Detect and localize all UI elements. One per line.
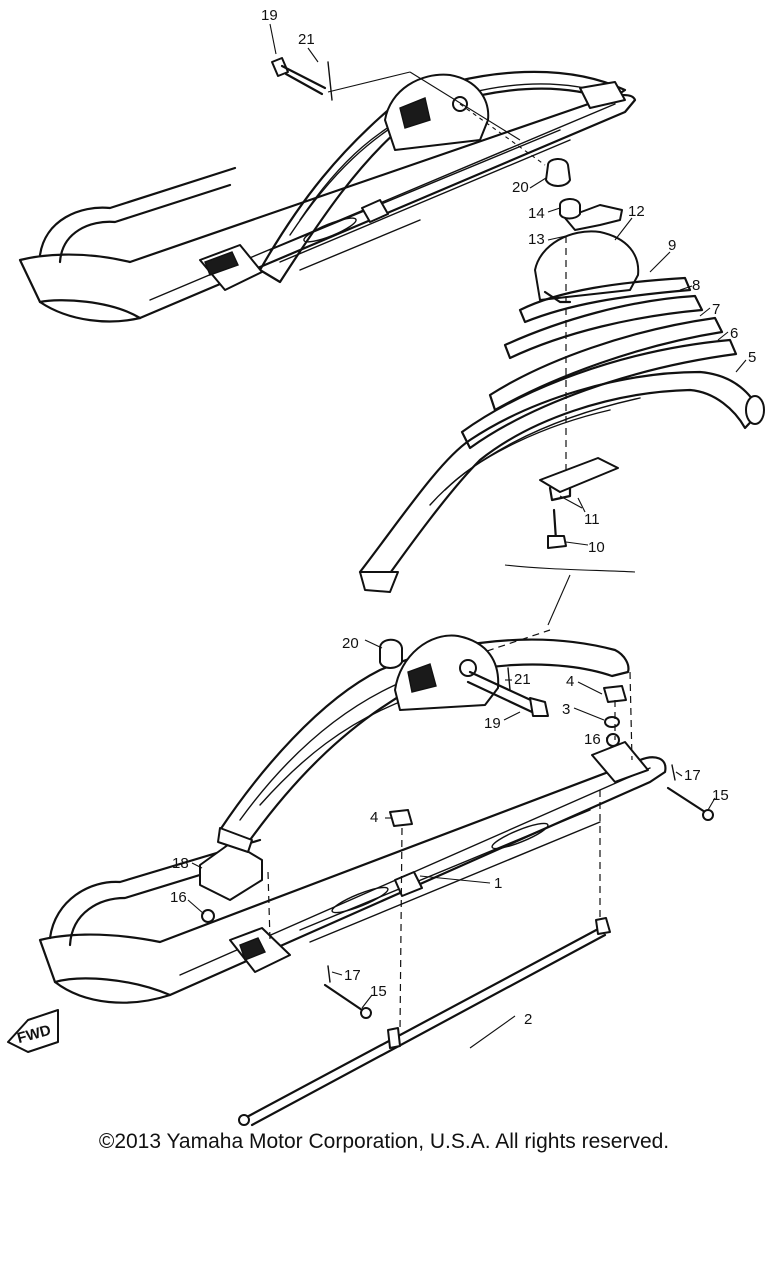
callout-5: 5: [748, 349, 756, 366]
callout-20-top: 20: [512, 179, 529, 196]
top-bolt-19-and-pin-21: [271, 57, 571, 187]
callout-19-top: 19: [261, 7, 278, 24]
callout-4-right: 4: [566, 673, 574, 690]
callout-15-left: 15: [370, 983, 387, 1000]
assembled-ski-top: [18, 70, 637, 323]
callout-1: 1: [494, 875, 502, 892]
callout-16-right: 16: [584, 731, 601, 748]
callout-16-left: 16: [170, 889, 187, 906]
callout-20-mid: 20: [342, 635, 359, 652]
callout-21-mid: 21: [514, 671, 531, 688]
callout-11: 11: [584, 511, 600, 528]
callout-19-mid: 19: [484, 715, 501, 732]
callout-15-right: 15: [712, 787, 729, 804]
assembled-spring-middle: [217, 634, 630, 853]
callout-8: 8: [692, 277, 700, 294]
callout-14: 14: [528, 205, 545, 222]
callout-10: 10: [588, 539, 605, 556]
forward-arrow: FWD: [7, 1009, 59, 1053]
callout-3: 3: [562, 701, 570, 718]
callout-leaders: [187, 23, 747, 1049]
callout-4-center: 4: [370, 809, 378, 826]
callout-18: 18: [172, 855, 189, 872]
callout-17-left: 17: [344, 967, 361, 984]
spring-leaves-exploded: [358, 198, 765, 626]
callout-21-top: 21: [298, 31, 315, 48]
callout-17-right: 17: [684, 767, 701, 784]
callout-9: 9: [668, 237, 676, 254]
callout-numbers: 19 21 20 14 13 12 9 8 7 6 5 11 10 20 21 …: [170, 7, 756, 1028]
callout-6: 6: [730, 325, 738, 342]
copyright-notice: ©2013 Yamaha Motor Corporation, U.S.A. A…: [98, 1130, 670, 1153]
exploded-ski-bottom: [38, 629, 714, 1127]
callout-13: 13: [528, 231, 545, 248]
callout-7: 7: [712, 301, 720, 318]
callout-2: 2: [524, 1011, 532, 1028]
callout-12: 12: [628, 203, 645, 220]
